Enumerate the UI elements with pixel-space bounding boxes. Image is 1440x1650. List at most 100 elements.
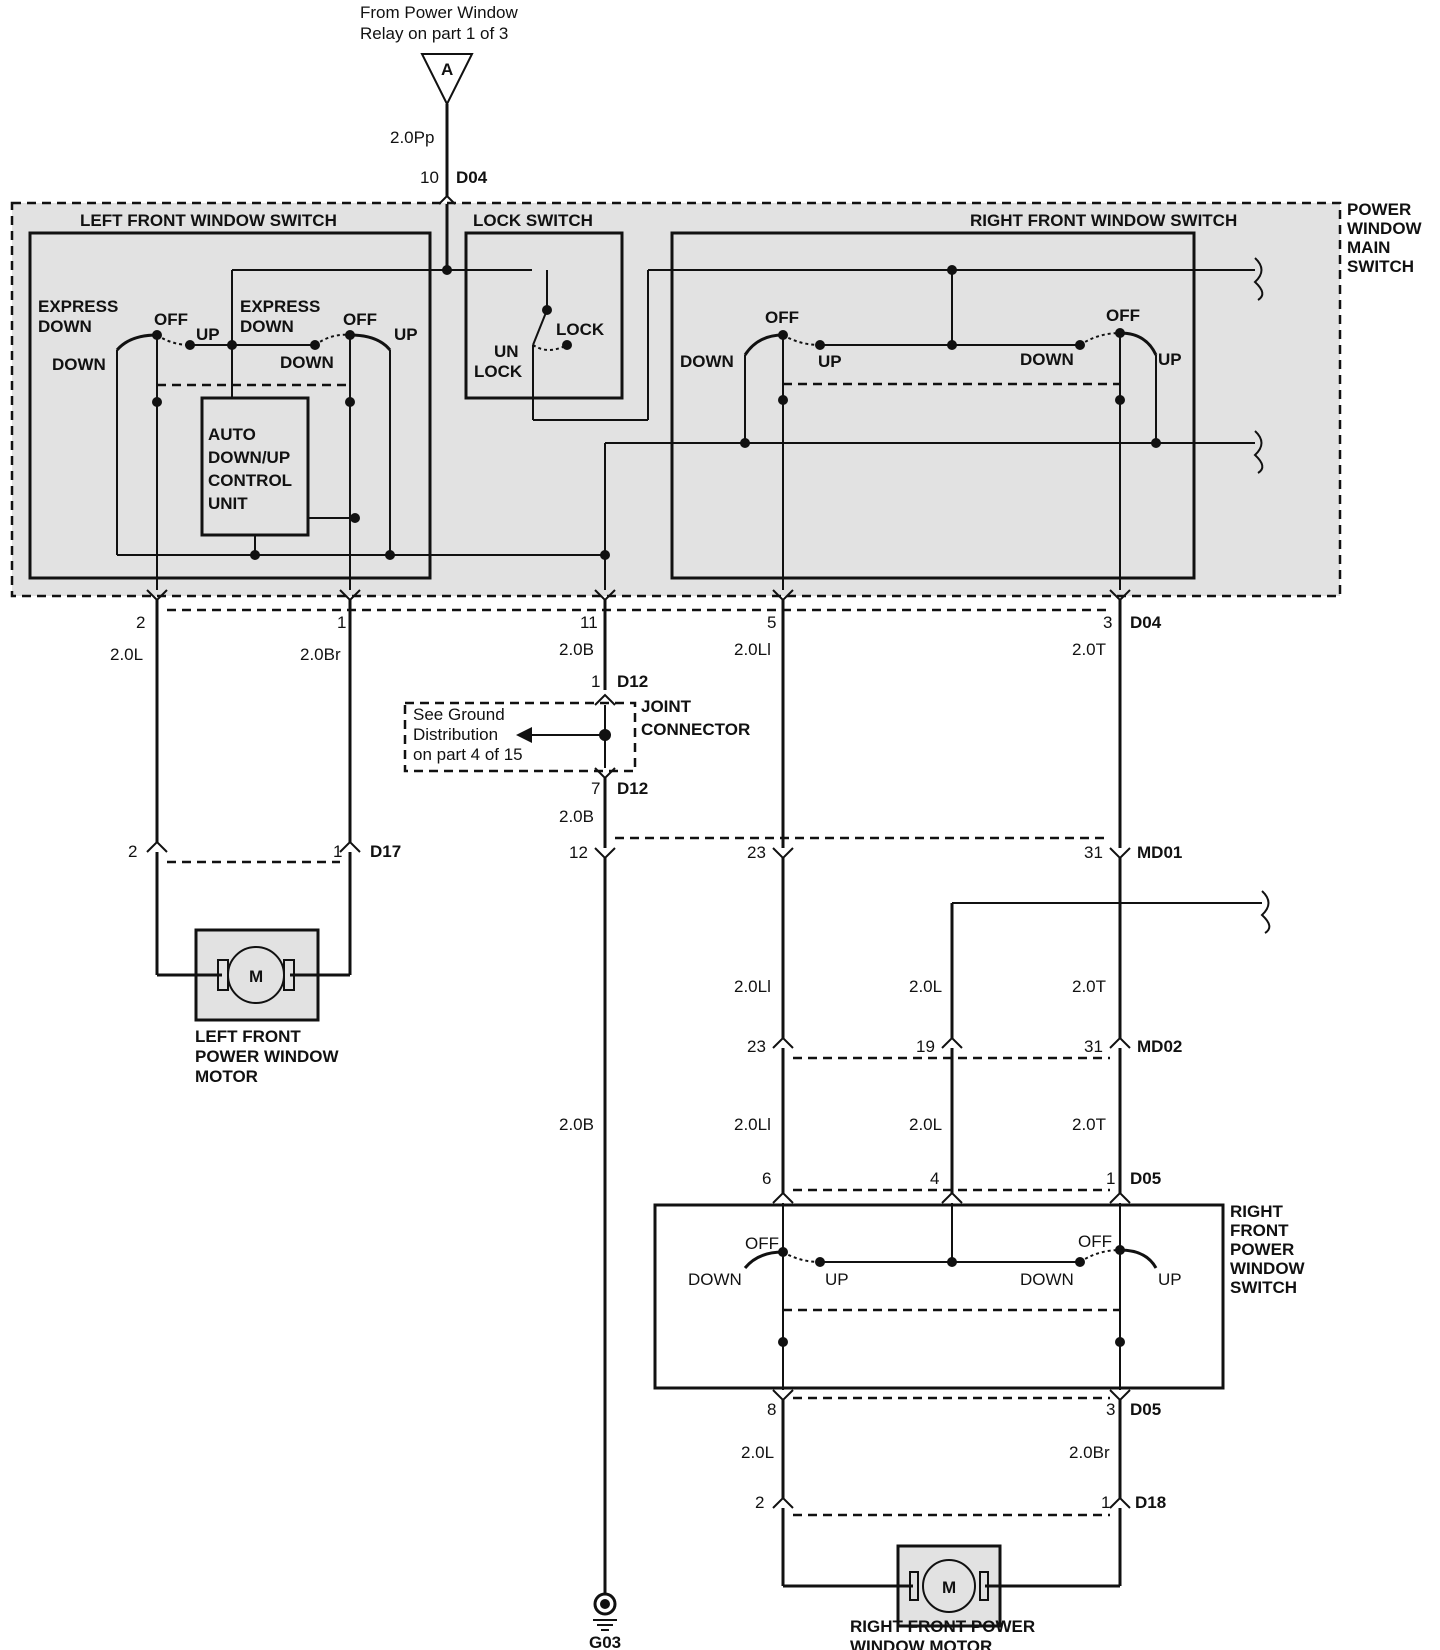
label-labels-joint_connector-0: JOINT xyxy=(641,697,692,716)
label-labels-express_down-1: DOWN xyxy=(240,317,294,336)
label-wires-b: 2.0B xyxy=(559,640,594,659)
label-labels-express_down-1: DOWN xyxy=(38,317,92,336)
label-wires-t: 2.0T xyxy=(1072,977,1106,996)
label-wires-l: 2.0L xyxy=(110,645,143,664)
label-labels-right_switch-3: WINDOW xyxy=(1230,1259,1306,1278)
label-labels-auto_unit-3: UNIT xyxy=(208,494,248,513)
label-labels-down: DOWN xyxy=(688,1270,742,1289)
label-labels-joint_connector-1: CONNECTOR xyxy=(641,720,750,739)
label-pins-p2: 2 xyxy=(128,842,137,861)
label-labels-express_down-0: EXPRESS xyxy=(38,297,118,316)
label-labels-ground_note-2: on part 4 of 15 xyxy=(413,745,523,764)
lock-switch-title: LOCK SWITCH xyxy=(473,211,593,230)
label-wires-l: 2.0L xyxy=(909,1115,942,1134)
label-labels-ground_note-0: See Ground xyxy=(413,705,505,724)
label-labels-ground_note-1: Distribution xyxy=(413,725,498,744)
joint-connector xyxy=(403,701,637,773)
label-pins-p2: 2 xyxy=(136,613,145,632)
label-connectors-md02: MD02 xyxy=(1137,1037,1182,1056)
label-labels-auto_unit-2: CONTROL xyxy=(208,471,292,490)
auto-control-unit xyxy=(200,396,310,537)
label-labels-left_motor-0: LEFT FRONT xyxy=(195,1027,301,1046)
label-pins-p19: 19 xyxy=(916,1037,935,1056)
label-labels-off: OFF xyxy=(765,308,799,327)
label-labels-off: OFF xyxy=(343,310,377,329)
source-triangle xyxy=(420,53,474,107)
conn-d04-top: D04 xyxy=(456,168,488,187)
label-labels-motor_symbol: M xyxy=(249,967,263,986)
label-pins-p11: 11 xyxy=(580,613,598,632)
label-connectors-d04: D04 xyxy=(1130,613,1162,632)
label-pins-p1: 1 xyxy=(333,842,342,861)
label-labels-up: UP xyxy=(1158,1270,1182,1289)
label-labels-auto_unit-1: DOWN/UP xyxy=(208,448,290,467)
label-wires-l: 2.0L xyxy=(741,1443,774,1462)
label-wires-b: 2.0B xyxy=(559,1115,594,1134)
label-labels-unlock-1: LOCK xyxy=(474,362,523,381)
label-pins-p7: 7 xyxy=(591,779,600,798)
label-labels-down: DOWN xyxy=(52,355,106,374)
label-connectors-d05: D05 xyxy=(1130,1400,1161,1419)
lock-switch xyxy=(464,231,624,400)
label-labels-express_down-0: EXPRESS xyxy=(240,297,320,316)
label-labels-right_switch-2: POWER xyxy=(1230,1240,1294,1259)
label-pins-p23: 23 xyxy=(747,1037,766,1056)
ground-label: G03 xyxy=(589,1633,621,1650)
label-wires-t: 2.0T xyxy=(1072,640,1106,659)
label-pins-p1: 1 xyxy=(591,672,600,691)
label-labels-left_motor-2: MOTOR xyxy=(195,1067,258,1086)
label-labels-up: UP xyxy=(825,1270,849,1289)
label-pins-p3: 3 xyxy=(1103,613,1112,632)
label-labels-off: OFF xyxy=(745,1234,779,1253)
label-connectors-d05: D05 xyxy=(1130,1169,1161,1188)
main-switch-label-3: MAIN xyxy=(1347,238,1390,257)
label-labels-motor_symbol: M xyxy=(942,1578,956,1597)
label-pins-p12: 12 xyxy=(569,843,588,862)
label-pins-p23: 23 xyxy=(747,843,766,862)
source-marker: A xyxy=(441,60,453,79)
label-labels-left_motor-1: POWER WINDOW xyxy=(195,1047,339,1066)
label-labels-down: DOWN xyxy=(1020,1270,1074,1289)
label-labels-unlock-0: UN xyxy=(494,342,519,361)
wire-pp: 2.0Pp xyxy=(390,128,434,147)
label-labels-right_motor-0: RIGHT FRONT POWER xyxy=(850,1617,1035,1636)
label-pins-p3: 3 xyxy=(1106,1400,1115,1419)
power-window-main-switch xyxy=(10,201,1342,598)
label-labels-right_switch-0: RIGHT xyxy=(1230,1202,1284,1221)
label-pins-p31: 31 xyxy=(1084,1037,1103,1056)
main-switch-label-4: SWITCH xyxy=(1347,257,1414,276)
label-labels-up: UP xyxy=(1158,350,1182,369)
label-labels-off: OFF xyxy=(1078,1232,1112,1251)
right-front-window-switch xyxy=(670,231,1196,580)
left-motor-symbol xyxy=(227,946,285,1004)
label-labels-auto_unit-0: AUTO xyxy=(208,425,256,444)
label-wires-t: 2.0T xyxy=(1072,1115,1106,1134)
main-switch-label-1: POWER xyxy=(1347,200,1411,219)
right-front-power-window-switch xyxy=(653,1203,1225,1390)
label-pins-p1: 1 xyxy=(1106,1169,1115,1188)
left-front-window-switch xyxy=(28,231,432,580)
right-motor-symbol xyxy=(922,1559,976,1613)
label-connectors-d18: D18 xyxy=(1135,1493,1166,1512)
label-labels-up: UP xyxy=(196,325,220,344)
label-wires-l: 2.0L xyxy=(909,977,942,996)
label-wires-br: 2.0Br xyxy=(300,645,341,664)
source-line1: From Power Window xyxy=(360,3,518,22)
label-connectors-d12: D12 xyxy=(617,779,648,798)
label-wires-b: 2.0B xyxy=(559,807,594,826)
label-pins-p5: 5 xyxy=(767,613,776,632)
label-labels-down: DOWN xyxy=(280,353,334,372)
label-labels-up: UP xyxy=(394,325,418,344)
label-labels-lock: LOCK xyxy=(556,320,605,339)
label-labels-up: UP xyxy=(818,352,842,371)
label-connectors-md01: MD01 xyxy=(1137,843,1182,862)
label-pins-p2: 2 xyxy=(755,1493,764,1512)
label-wires-li: 2.0Ll xyxy=(734,640,771,659)
left-switch-title: LEFT FRONT WINDOW SWITCH xyxy=(80,211,337,230)
source-line2: Relay on part 1 of 3 xyxy=(360,24,508,43)
label-wires-li: 2.0Ll xyxy=(734,977,771,996)
label-pins-p1: 1 xyxy=(1101,1493,1110,1512)
label-connectors-d17: D17 xyxy=(370,842,401,861)
label-pins-p6: 6 xyxy=(762,1169,771,1188)
